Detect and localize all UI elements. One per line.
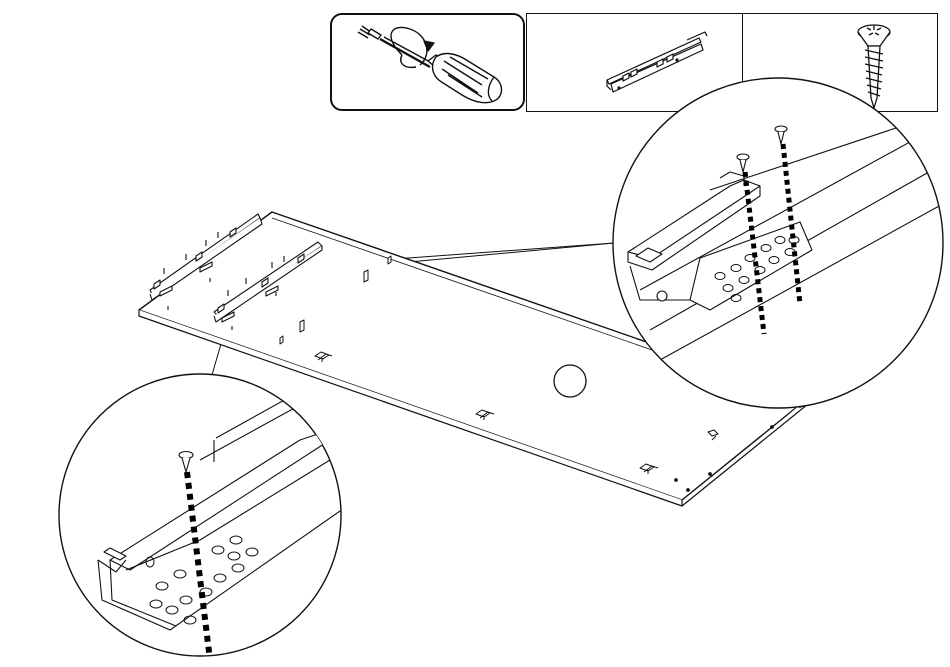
detail-top-right [613, 78, 950, 408]
detail-bottom-left [59, 358, 360, 660]
